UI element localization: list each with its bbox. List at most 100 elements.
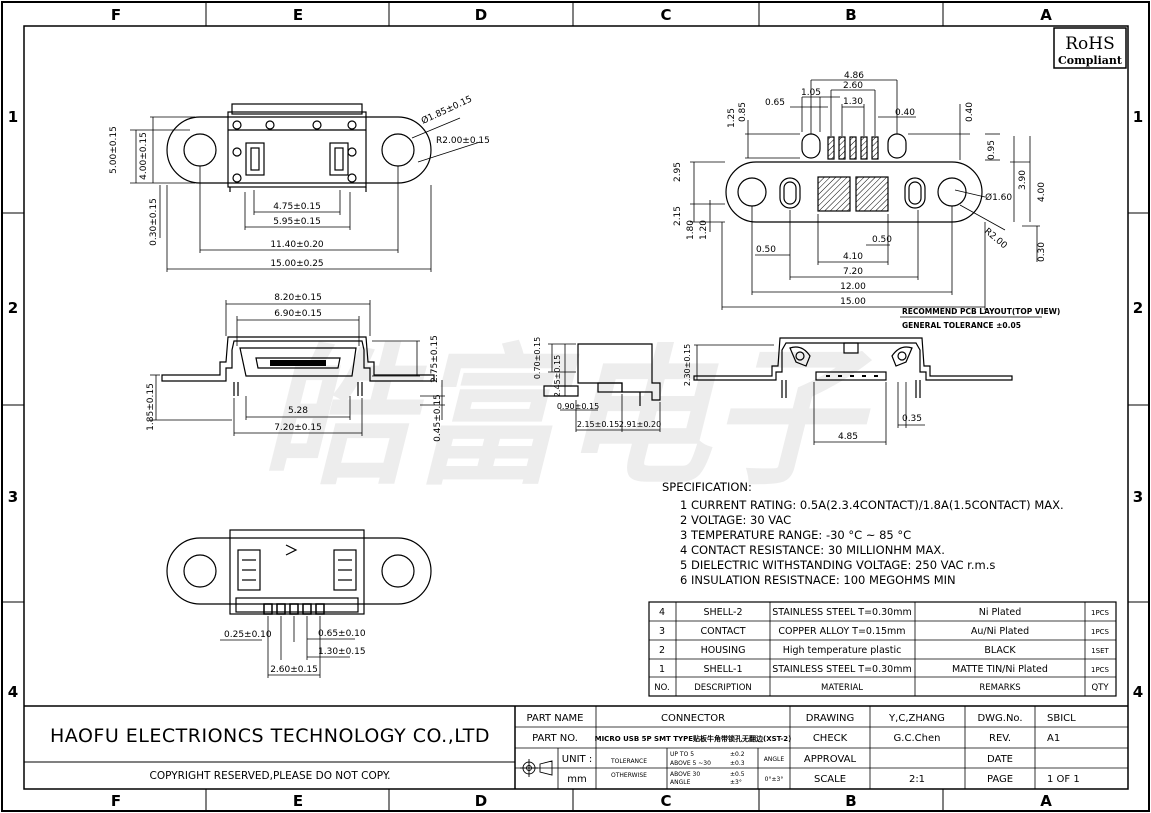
bom-cell: HOUSING <box>701 645 746 656</box>
drawing-by: Y,C,ZHANG <box>888 713 945 724</box>
bom-cell: Au/Ni Plated <box>971 626 1029 637</box>
dim-label: 0.45±0.15 <box>433 394 443 442</box>
dim-label: 7.20 <box>843 267 863 277</box>
angle-label: ANGLE <box>764 756 785 763</box>
dim-label: 2.15 <box>673 206 683 226</box>
dim-label: 2.60 <box>843 81 863 91</box>
spec-item: 5 DIELECTRIC WITHSTANDING VOLTAGE: 250 V… <box>680 558 995 572</box>
dim-label: R2.00 <box>982 227 1009 252</box>
bom-cell: 1PCS <box>1091 628 1110 636</box>
unit-label: UNIT : <box>562 754 592 765</box>
bom-header: NO. <box>654 683 669 693</box>
dwgno-label: DWG.No. <box>977 713 1022 724</box>
top-view-dims: 5.00±0.15 4.00±0.15 0.30±0.15 Ø1.85±0.15… <box>109 94 490 269</box>
dim-label: 5.28 <box>288 406 308 416</box>
dim-label: 1.80 <box>686 220 696 240</box>
dim-label: 0.85 <box>738 102 748 122</box>
col-label: D <box>475 792 487 810</box>
dim-label: Ø1.60 <box>985 192 1012 203</box>
row-label: 1 <box>1133 108 1143 126</box>
bom-cell: 1PCS <box>1091 609 1110 617</box>
row-label: 3 <box>1133 488 1143 506</box>
dim-label: 3.90 <box>1018 170 1028 190</box>
rev-label: REV. <box>989 733 1011 744</box>
angle-value: 0°±3° <box>765 776 784 783</box>
spec-item: 4 CONTACT RESISTANCE: 30 MILLIONHM MAX. <box>680 543 945 557</box>
projection-symbol-icon <box>520 759 553 777</box>
col-label: C <box>660 6 671 24</box>
title-block: HAOFU ELECTRIONCS TECHNOLOGY CO.,LTD COP… <box>24 705 1128 789</box>
dim-label: 0.95 <box>987 140 997 160</box>
copyright-note: COPYRIGHT RESERVED,PLEASE DO NOT COPY. <box>150 770 391 782</box>
dim-label: 1.30 <box>843 97 863 107</box>
bom-cell: COPPER ALLOY T=0.15mm <box>778 626 905 637</box>
spec-item: 2 VOLTAGE: 30 VAC <box>680 513 791 527</box>
pcb-caption: RECOMMEND PCB LAYOUT(TOP VIEW) <box>902 307 1060 316</box>
spec-item: 3 TEMPERATURE RANGE: -30 °C ~ 85 °C <box>680 528 911 542</box>
dim-label: 2.95 <box>673 162 683 182</box>
dim-label: 4.85 <box>838 432 858 442</box>
spec-item: 6 INSULATION RESISTNACE: 100 MEGOHMS MIN <box>680 573 956 587</box>
rev-value: A1 <box>1047 733 1060 744</box>
tolerance-value: ±0.5 <box>730 771 745 778</box>
bom-cell: 1PCS <box>1091 666 1110 674</box>
rohs-title: RoHS <box>1065 34 1115 54</box>
front-view-dims: 8.20±0.15 6.90±0.15 2.75±0.15 1.85±0.15 … <box>146 293 443 442</box>
dim-label: 0.40 <box>895 108 915 118</box>
dim-label: 12.00 <box>840 282 866 292</box>
unit-value: mm <box>567 774 586 785</box>
scale-value: 2:1 <box>909 774 925 785</box>
bom-cell: High temperature plastic <box>783 645 902 656</box>
pcb-tolerance: GENERAL TOLERANCE ±0.05 <box>902 321 1021 330</box>
dim-label: Ø1.85±0.15 <box>420 94 474 127</box>
watermark: 皓富电子 <box>260 332 873 506</box>
tolerance-value: ±3° <box>730 779 742 786</box>
row-label: 4 <box>1133 683 1143 701</box>
dim-label: 2.75±0.15 <box>430 335 440 383</box>
col-label: A <box>1040 6 1052 24</box>
bom-cell: STAINLESS STEEL T=0.30mm <box>772 607 911 618</box>
dim-label: 1.25 <box>727 108 737 128</box>
dim-label: 5.00±0.15 <box>109 126 119 174</box>
dim-label: 4.00±0.15 <box>139 132 149 180</box>
col-label: E <box>293 792 303 810</box>
dim-label: 0.50 <box>872 235 892 245</box>
dim-label: 5.95±0.15 <box>273 217 321 227</box>
dim-label: 8.20±0.15 <box>274 293 322 303</box>
row-label: 3 <box>8 488 18 506</box>
date-label: DATE <box>987 754 1013 765</box>
bottom-view <box>166 529 432 678</box>
dim-label: 4.75±0.15 <box>273 202 321 212</box>
dim-label: 15.00±0.25 <box>270 259 323 269</box>
drawing-label: DRAWING <box>806 713 855 724</box>
dim-label: 0.40 <box>965 102 975 122</box>
bom-cell: CONTACT <box>700 626 745 637</box>
col-label: C <box>660 792 671 810</box>
tolerance-label: TOLERANCE <box>610 758 647 765</box>
part-name: CONNECTOR <box>661 713 725 724</box>
approval-label: APPROVAL <box>804 754 857 765</box>
dim-label: 0.30±0.15 <box>149 198 159 246</box>
bom-cell: Ni Plated <box>979 607 1022 618</box>
dim-label: 1.20 <box>699 220 709 240</box>
tolerance-range: ABOVE 5 ~30 <box>670 760 711 767</box>
dim-label: 1.05 <box>801 88 821 98</box>
side-view <box>543 343 661 432</box>
dim-label: R2.00±0.15 <box>436 136 490 146</box>
dim-label: 0.70±0.15 <box>533 337 542 379</box>
dim-label: 11.40±0.20 <box>270 240 324 250</box>
side-view-dims: 0.70±0.15 2.45±0.15 0.90±0.15 2.15±0.15 … <box>533 337 692 429</box>
dim-label: 0.25±0.10 <box>224 630 272 640</box>
bom-header: REMARKS <box>979 683 1020 693</box>
dim-label: 15.00 <box>840 297 866 307</box>
bom-cell: 3 <box>659 626 665 637</box>
scale-label: SCALE <box>814 774 846 785</box>
dim-label: 7.20±0.15 <box>274 423 322 433</box>
spec-item: 1 CURRENT RATING: 0.5A(2.3.4CONTACT)/1.8… <box>680 498 1064 512</box>
dim-label: 2.45±0.15 <box>553 355 562 397</box>
tolerance-range: UP TO 5 <box>670 751 694 758</box>
bom-cell: SHELL-2 <box>703 607 742 618</box>
bom-header: MATERIAL <box>821 683 863 693</box>
